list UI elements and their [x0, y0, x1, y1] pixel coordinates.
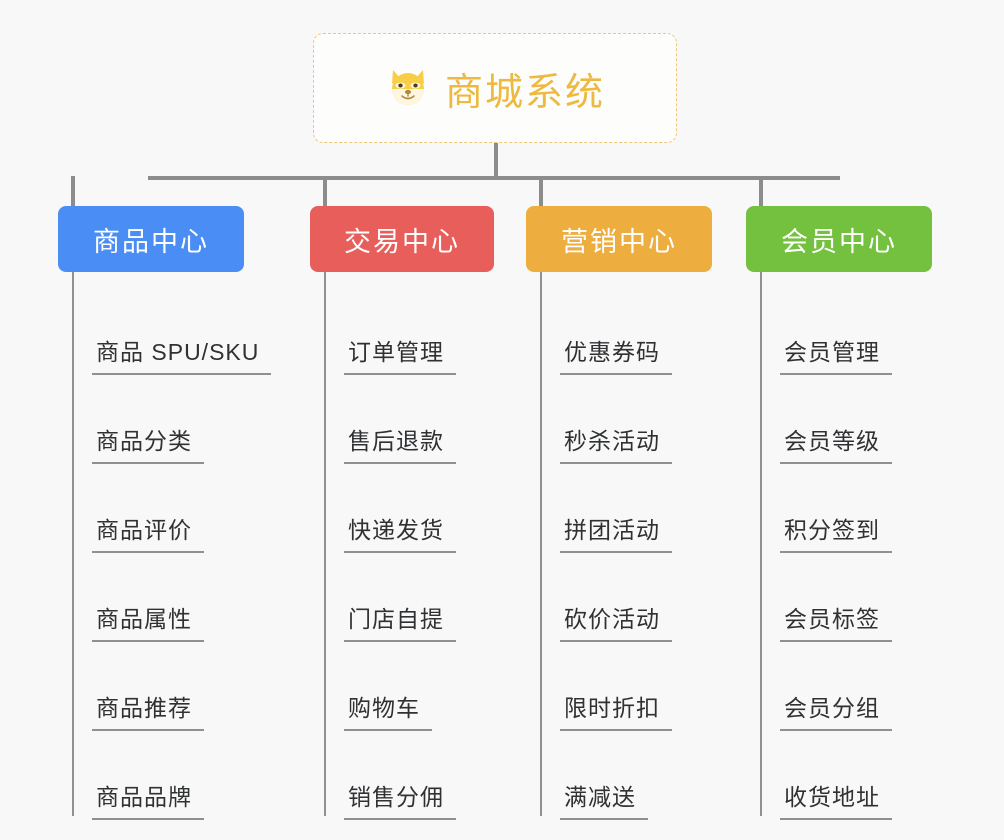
list-item[interactable]: 积分签到: [746, 464, 932, 553]
leaf-label: 快递发货: [344, 516, 456, 553]
leaf-label: 会员分组: [780, 694, 892, 731]
branch-body-trade: 订单管理 售后退款 快递发货 门店自提 购物车 销售分佣: [310, 272, 494, 820]
connector-drop-3: [759, 176, 763, 209]
shiba-dog-face-icon: [385, 65, 431, 111]
leaf-label: 会员标签: [780, 605, 892, 642]
list-item[interactable]: 会员分组: [746, 642, 932, 731]
list-item[interactable]: 收货地址: [746, 731, 932, 820]
list-item[interactable]: 商品属性: [58, 553, 244, 642]
branch-trunk: [760, 272, 762, 816]
branch-header-member[interactable]: 会员中心: [746, 206, 932, 272]
root-node[interactable]: 商城系统: [313, 33, 677, 143]
connector-drop-1: [323, 176, 327, 209]
leaf-label: 商品品牌: [92, 783, 204, 820]
list-item[interactable]: 订单管理: [310, 286, 494, 375]
leaf-label: 商品评价: [92, 516, 204, 553]
list-item[interactable]: 会员等级: [746, 375, 932, 464]
branch-column-marketing: 营销中心 优惠券码 秒杀活动 拼团活动 砍价活动 限时折扣 满减送: [526, 206, 712, 820]
branch-header-label: 会员中心: [781, 226, 897, 257]
branch-header-trade[interactable]: 交易中心: [310, 206, 494, 272]
branch-leaf-list-member: 会员管理 会员等级 积分签到 会员标签 会员分组 收货地址: [746, 286, 932, 820]
branch-trunk: [72, 272, 74, 816]
branch-header-label: 商品中心: [93, 226, 209, 257]
leaf-label: 会员等级: [780, 427, 892, 464]
leaf-label: 商品分类: [92, 427, 204, 464]
leaf-label: 砍价活动: [560, 605, 672, 642]
leaf-label: 积分签到: [780, 516, 892, 553]
leaf-label: 购物车: [344, 694, 432, 731]
branch-leaf-list-trade: 订单管理 售后退款 快递发货 门店自提 购物车 销售分佣: [310, 286, 494, 820]
branch-trunk: [540, 272, 542, 816]
list-item[interactable]: 秒杀活动: [526, 375, 712, 464]
branch-column-trade: 交易中心 订单管理 售后退款 快递发货 门店自提 购物车 销售分佣: [310, 206, 494, 820]
list-item[interactable]: 商品 SPU/SKU: [58, 286, 272, 375]
root-title: 商城系统: [444, 71, 605, 114]
list-item[interactable]: 售后退款: [310, 375, 494, 464]
leaf-label: 满减送: [560, 783, 648, 820]
branch-column-member: 会员中心 会员管理 会员等级 积分签到 会员标签 会员分组 收货地址: [746, 206, 932, 820]
branch-body-marketing: 优惠券码 秒杀活动 拼团活动 砍价活动 限时折扣 满减送: [526, 272, 712, 820]
list-item[interactable]: 拼团活动: [526, 464, 712, 553]
leaf-label: 秒杀活动: [560, 427, 672, 464]
list-item[interactable]: 商品推荐: [58, 642, 244, 731]
branch-leaf-list-marketing: 优惠券码 秒杀活动 拼团活动 砍价活动 限时折扣 满减送: [526, 286, 712, 820]
branch-body-member: 会员管理 会员等级 积分签到 会员标签 会员分组 收货地址: [746, 272, 932, 820]
branch-header-label: 营销中心: [561, 226, 677, 257]
list-item[interactable]: 限时折扣: [526, 642, 712, 731]
branch-leaf-list-product: 商品 SPU/SKU 商品分类 商品评价 商品属性 商品推荐 商品品牌: [58, 286, 272, 820]
list-item[interactable]: 商品分类: [58, 375, 244, 464]
list-item[interactable]: 商品评价: [58, 464, 244, 553]
list-item[interactable]: 会员标签: [746, 553, 932, 642]
connector-drop-2: [539, 176, 543, 209]
list-item[interactable]: 砍价活动: [526, 553, 712, 642]
branch-header-marketing[interactable]: 营销中心: [526, 206, 712, 272]
connector-root-stub: [494, 143, 498, 179]
list-item[interactable]: 门店自提: [310, 553, 494, 642]
branch-header-product[interactable]: 商品中心: [58, 206, 244, 272]
list-item[interactable]: 销售分佣: [310, 731, 494, 820]
leaf-label: 商品 SPU/SKU: [92, 338, 272, 375]
leaf-label: 商品推荐: [92, 694, 204, 731]
list-item[interactable]: 满减送: [526, 731, 712, 820]
connector-bus: [148, 176, 840, 180]
leaf-label: 优惠券码: [560, 338, 672, 375]
branch-column-product: 商品中心 商品 SPU/SKU 商品分类 商品评价 商品属性 商品推荐 商品品牌: [58, 206, 272, 820]
list-item[interactable]: 会员管理: [746, 286, 932, 375]
list-item[interactable]: 购物车: [310, 642, 494, 731]
leaf-label: 门店自提: [344, 605, 456, 642]
leaf-label: 售后退款: [344, 427, 456, 464]
leaf-label: 限时折扣: [560, 694, 672, 731]
leaf-label: 拼团活动: [560, 516, 672, 553]
list-item[interactable]: 快递发货: [310, 464, 494, 553]
leaf-label: 商品属性: [92, 605, 204, 642]
leaf-label: 订单管理: [344, 338, 456, 375]
list-item[interactable]: 商品品牌: [58, 731, 244, 820]
connector-drop-0: [71, 176, 75, 209]
branch-trunk: [324, 272, 326, 816]
branch-header-label: 交易中心: [344, 226, 460, 257]
leaf-label: 收货地址: [780, 783, 892, 820]
leaf-label: 会员管理: [780, 338, 892, 375]
branch-body-product: 商品 SPU/SKU 商品分类 商品评价 商品属性 商品推荐 商品品牌: [58, 272, 272, 820]
list-item[interactable]: 优惠券码: [526, 286, 712, 375]
leaf-label: 销售分佣: [344, 783, 456, 820]
